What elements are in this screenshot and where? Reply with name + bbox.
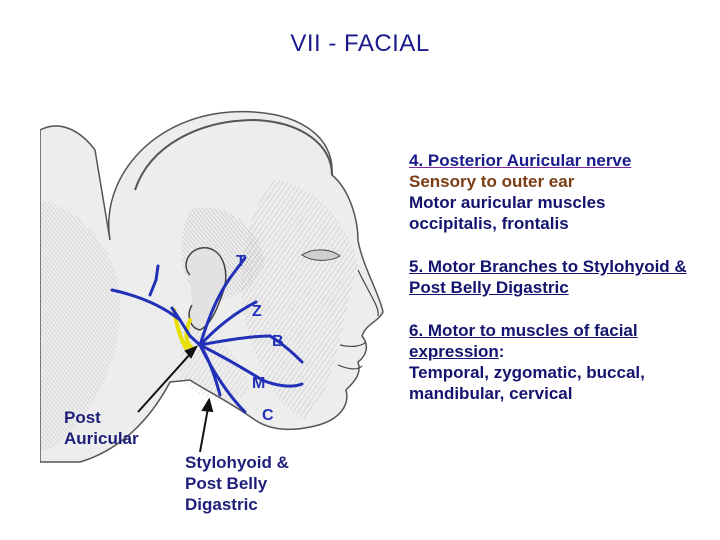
note-heading: 5. Motor Branches to Stylohyoid & Post B… bbox=[409, 257, 687, 297]
facial-nerve-branches bbox=[110, 256, 304, 414]
facial-nerve-diagram: T Z B M C bbox=[40, 110, 384, 463]
note-heading-suffix: : bbox=[498, 342, 505, 361]
head-drawing bbox=[40, 110, 384, 463]
note-line: Temporal, zygomatic, buccal, mandibular,… bbox=[409, 363, 645, 403]
stylohyoid-label: Stylohyoid & Post Belly Digastric bbox=[185, 452, 289, 515]
stylohyoid-line-2: Post Belly bbox=[185, 474, 268, 493]
note-heading: 6. Motor to muscles of facial expression bbox=[409, 321, 638, 361]
branch-letter-mandibular: M bbox=[252, 375, 265, 392]
note-line: occipitalis, frontalis bbox=[409, 214, 569, 233]
note-posterior-auricular: 4. Posterior Auricular nerve Sensory to … bbox=[409, 150, 709, 234]
slide-title: VII - FACIAL bbox=[290, 30, 430, 57]
post-auricular-line-2: Auricular bbox=[64, 429, 139, 448]
stylohyoid-line-3: Digastric bbox=[185, 495, 258, 514]
branch-letter-temporal: T bbox=[236, 253, 246, 270]
note-heading: 4. Posterior Auricular nerve bbox=[409, 151, 632, 170]
notes-panel: 4. Posterior Auricular nerve Sensory to … bbox=[409, 150, 709, 404]
pointer-arrows bbox=[137, 345, 214, 453]
note-line: Sensory to outer ear bbox=[409, 172, 575, 191]
post-auricular-label: Post Auricular bbox=[64, 407, 139, 449]
note-heading-row: 6. Motor to muscles of facial expression… bbox=[409, 320, 709, 362]
note-facial-expression: 6. Motor to muscles of facial expression… bbox=[409, 320, 709, 404]
stylohyoid-line-1: Stylohyoid & bbox=[185, 453, 289, 472]
branch-letter-buccal: B bbox=[272, 333, 284, 350]
branch-letter-zygomatic: Z bbox=[252, 303, 262, 320]
post-auricular-line-1: Post bbox=[64, 408, 101, 427]
note-line: Motor auricular muscles bbox=[409, 193, 606, 212]
note-motor-branches: 5. Motor Branches to Stylohyoid & Post B… bbox=[409, 256, 709, 298]
branch-letter-cervical: C bbox=[262, 407, 274, 424]
